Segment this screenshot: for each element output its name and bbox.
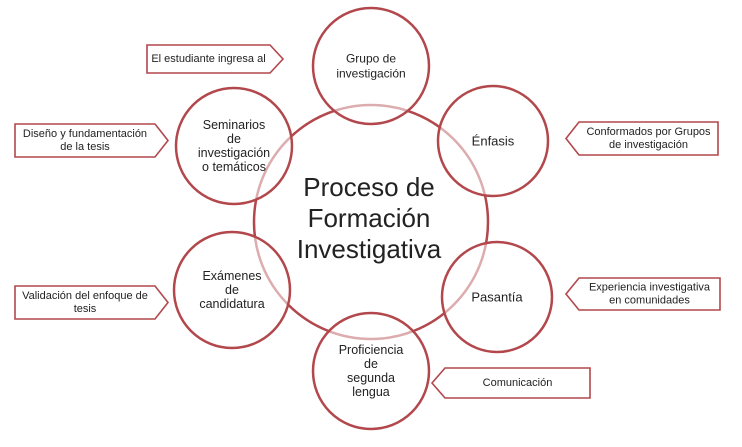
node-label-proficiencia-line: Proficiencia <box>339 343 404 357</box>
node-label-grupo-line: investigación <box>336 67 405 81</box>
callout-label-enfasis-line: de investigación <box>609 139 688 151</box>
callout-proficiencia: Comunicación <box>430 367 591 399</box>
callout-label-seminarios-line: Diseño y fundamentación <box>23 128 147 140</box>
node-label-proficiencia-line: segunda <box>347 371 395 385</box>
callout-label-seminarios-line: de la tesis <box>60 141 110 153</box>
node-circle <box>311 311 431 431</box>
node-label-seminarios-line: investigación <box>198 146 270 160</box>
node-label-pasantia-line: Pasantía <box>471 290 523 305</box>
node-circle <box>440 240 554 354</box>
callout-label-proficiencia-line: Comunicación <box>483 377 553 389</box>
node-label-examenes-line: Exámenes <box>202 269 261 283</box>
callout-arrow-shape <box>430 367 591 399</box>
callout-grupo: El estudiante ingresa al <box>146 44 285 74</box>
center-title-line: Proceso de <box>303 172 435 202</box>
callout-arrow-shape <box>14 285 170 320</box>
callout-arrow-shape <box>146 44 285 74</box>
node-enfasis: Énfasis <box>436 84 550 198</box>
callout-arrow-shape <box>564 277 721 311</box>
callout-label-enfasis-line: Conformados por Grupos <box>586 126 711 138</box>
center-title-line: Investigativa <box>297 234 442 264</box>
callout-label-examenes-line: tesis <box>74 303 97 315</box>
center-title-line: Formación <box>308 203 431 233</box>
callout-arrow-shape <box>564 121 719 156</box>
node-label-proficiencia-line: de <box>364 357 378 371</box>
callout-label-grupo-line: El estudiante ingresa al <box>151 53 265 65</box>
node-label-pasantia: Pasantía <box>471 290 523 305</box>
node-label-proficiencia-line: lengua <box>352 385 390 399</box>
callout-label-proficiencia: Comunicación <box>483 377 553 389</box>
node-label-grupo-line: Grupo de <box>346 52 396 66</box>
node-label-seminarios-line: o temáticos <box>202 160 266 174</box>
callout-label-pasantia-line: en comunidades <box>609 295 690 307</box>
callout-label-pasantia-line: Experiencia investigativa <box>589 282 711 294</box>
node-label-enfasis-line: Énfasis <box>472 134 515 149</box>
node-circle <box>172 230 292 350</box>
callout-label-examenes-line: Validación del enfoque de <box>22 290 148 302</box>
callout-label-grupo: El estudiante ingresa al <box>151 53 265 65</box>
node-circle <box>436 84 550 198</box>
node-circle <box>311 6 431 126</box>
node-label-examenes-line: candidatura <box>199 297 264 311</box>
node-pasantia: Pasantía <box>440 240 554 354</box>
callout-arrow-shape <box>14 123 170 158</box>
node-label-enfasis: Énfasis <box>472 134 515 149</box>
node-label-seminarios-line: de <box>227 132 241 146</box>
node-circle <box>174 86 294 206</box>
node-label-examenes-line: de <box>225 283 239 297</box>
node-label-seminarios-line: Seminarios <box>203 118 266 132</box>
